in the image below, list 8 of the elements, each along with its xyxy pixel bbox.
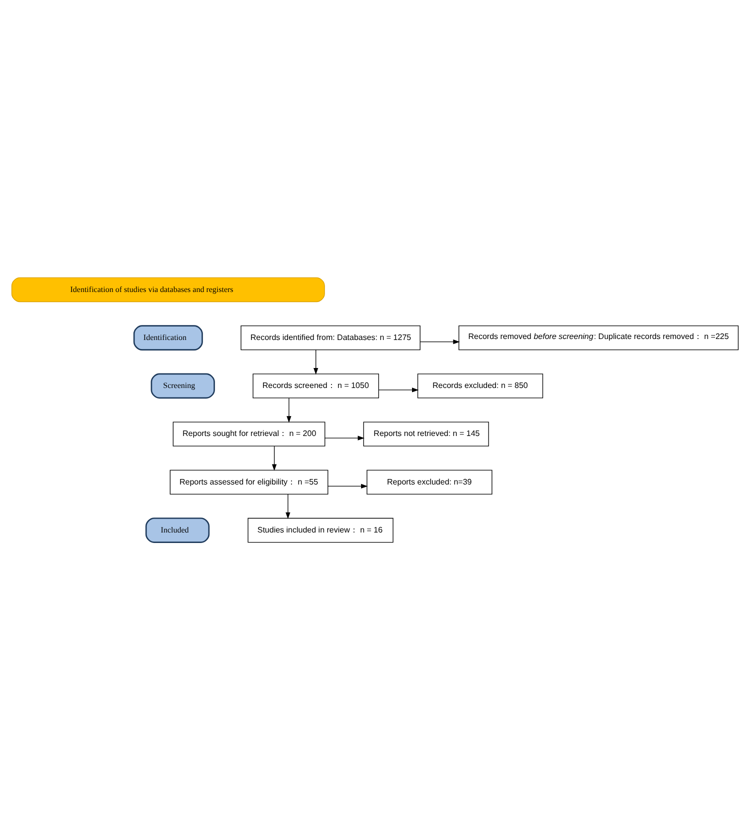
arrow [328,484,368,489]
arrow [314,350,318,375]
arrow [378,388,419,392]
arrow [420,339,460,344]
arrow [286,494,290,519]
arrow [272,446,277,471]
arrow [324,436,364,440]
arrow [286,398,292,423]
